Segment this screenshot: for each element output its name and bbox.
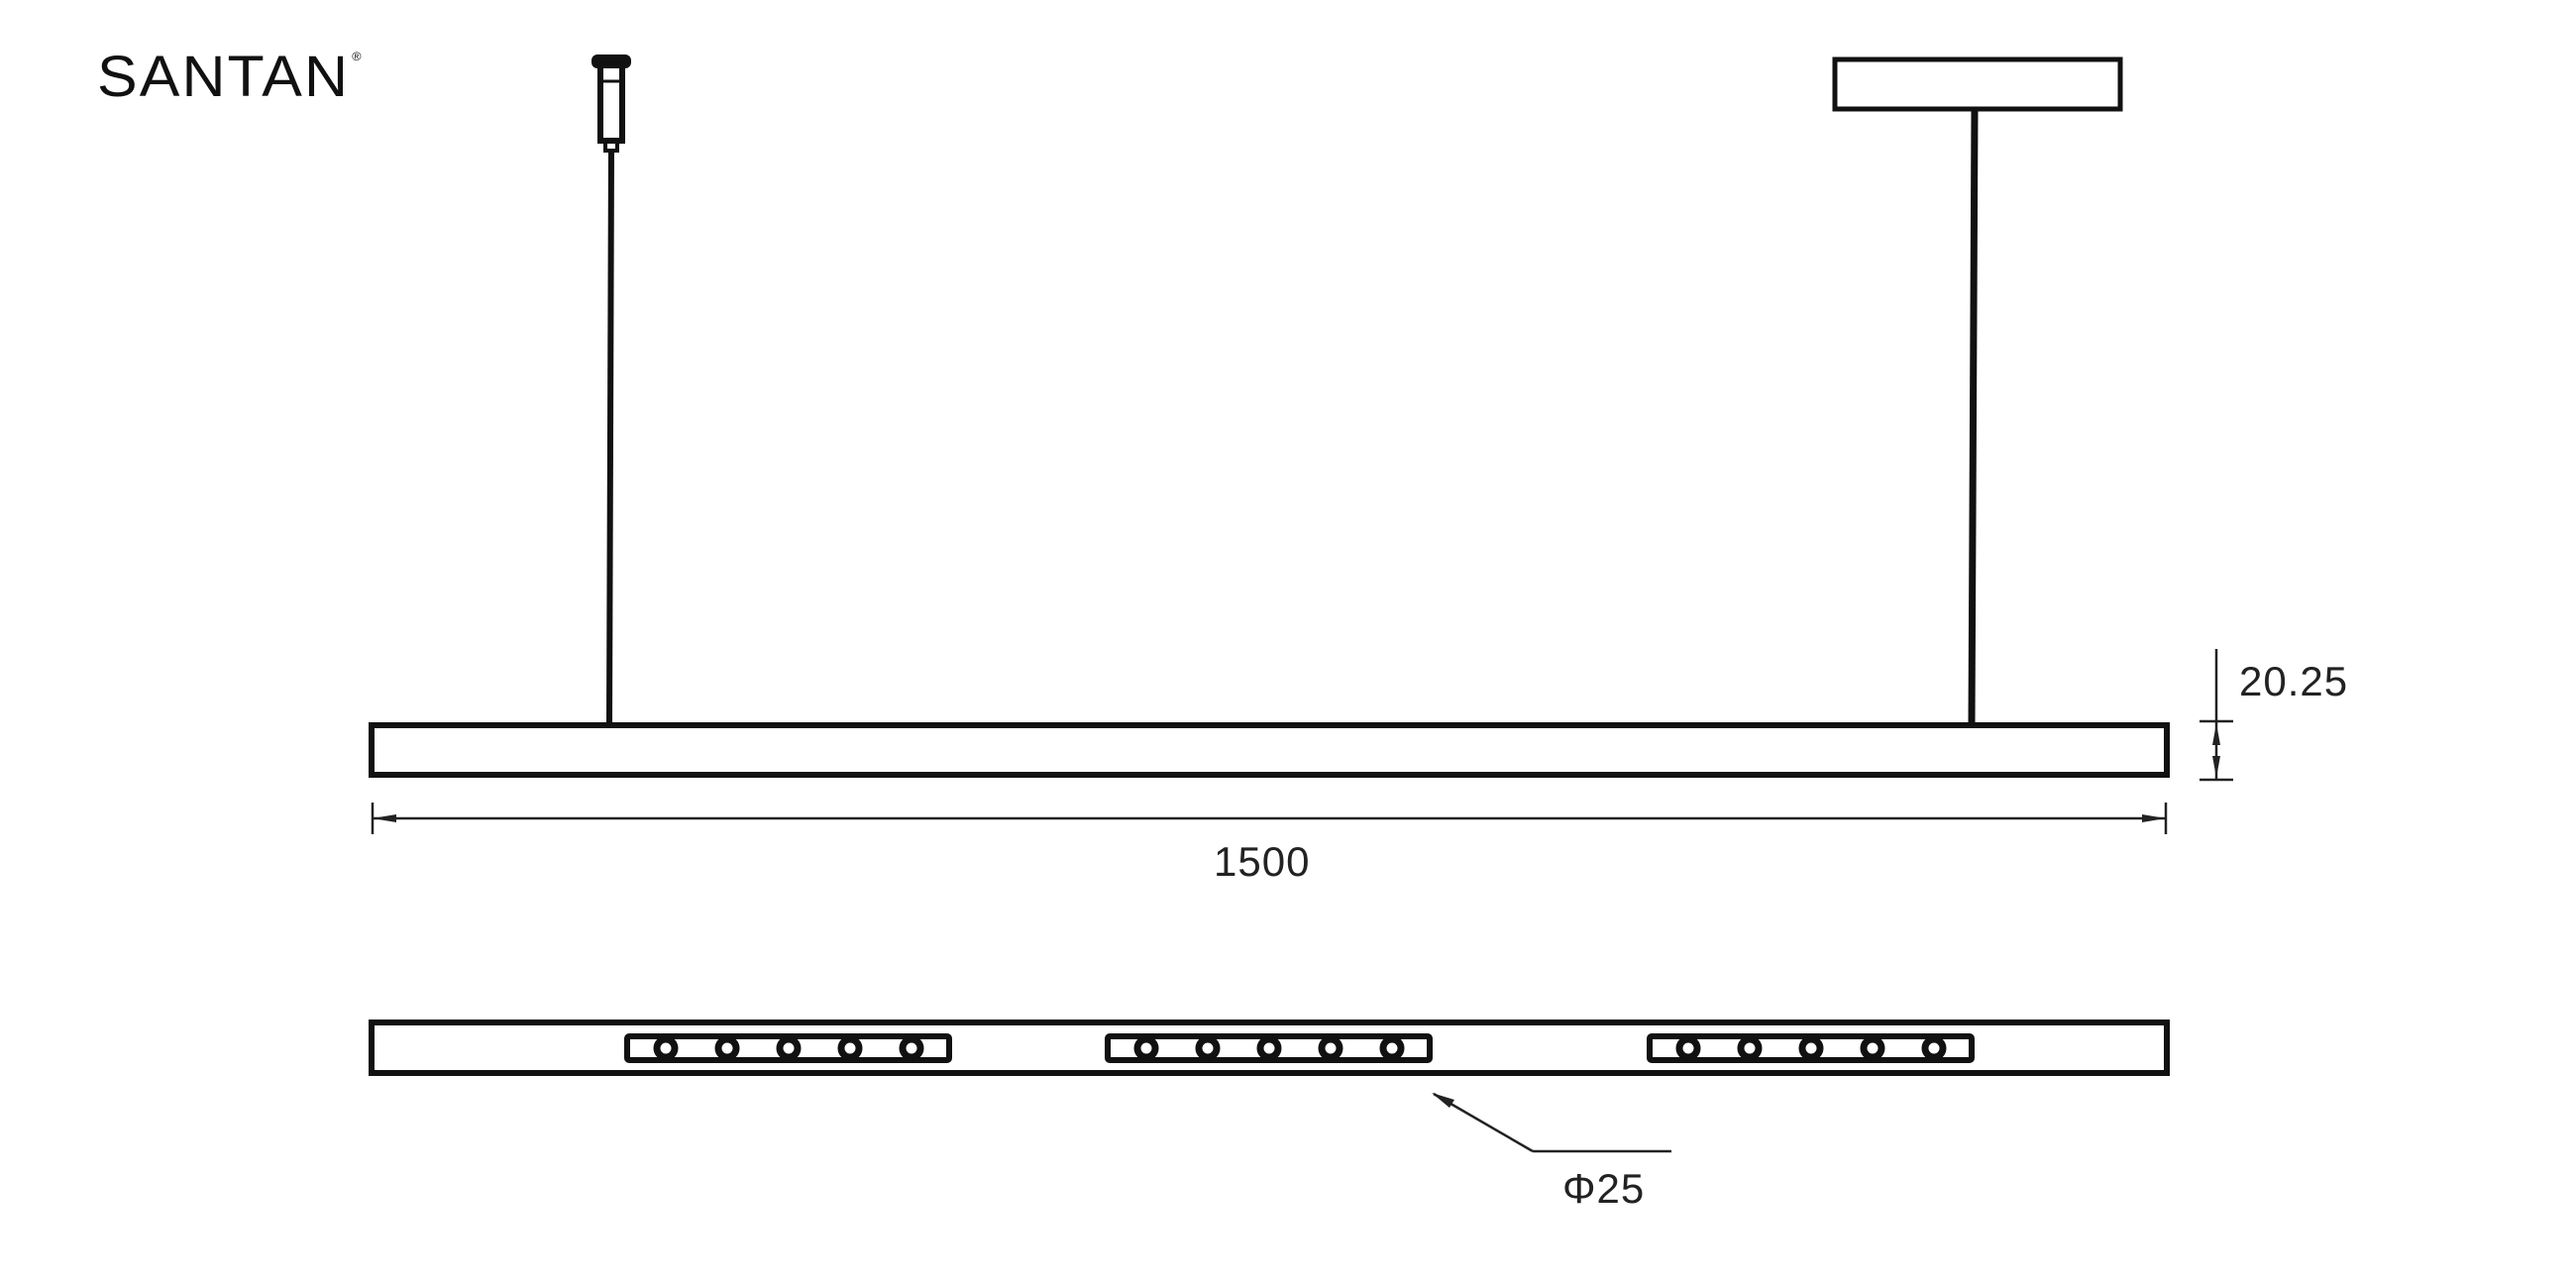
led-module <box>624 1033 952 1063</box>
left-suspension-wire <box>606 150 614 726</box>
led-lens-icon <box>1133 1035 1159 1061</box>
led-lens-icon <box>1318 1035 1343 1061</box>
led-lens-icon <box>837 1035 863 1061</box>
led-lens-icon <box>1798 1035 1824 1061</box>
right-suspension-wire <box>1968 108 1979 726</box>
led-lens-icon <box>1860 1035 1885 1061</box>
logo-text: SANTAN <box>97 45 351 109</box>
led-lens-icon <box>899 1035 924 1061</box>
led-lens-icon <box>776 1035 802 1061</box>
height-label: 20.25 <box>2239 658 2349 704</box>
led-lens-icon <box>1256 1035 1282 1061</box>
led-modules <box>624 1033 1975 1063</box>
led-lens-icon <box>653 1035 679 1061</box>
led-lens-icon <box>1675 1035 1701 1061</box>
length-dimension <box>371 803 2168 834</box>
led-lens-icon <box>1737 1035 1763 1061</box>
fixture-body-side <box>369 722 2170 778</box>
led-lens-icon <box>1379 1035 1405 1061</box>
left-cable-clamp <box>591 54 631 153</box>
led-lens-icon <box>714 1035 740 1061</box>
led-lens-icon <box>1921 1035 1947 1061</box>
led-diameter-label: Φ25 <box>1562 1165 1646 1212</box>
length-label: 1500 <box>1214 838 1311 885</box>
led-lens-icon <box>1195 1035 1221 1061</box>
fixture-body-bottom <box>369 1020 2170 1076</box>
led-module <box>1647 1033 1975 1063</box>
led-module <box>1105 1033 1433 1063</box>
led-diameter-leader <box>1432 1092 1671 1153</box>
registered-mark: ® <box>352 50 364 63</box>
height-dimension <box>2200 649 2233 782</box>
ceiling-canopy <box>1832 56 2123 112</box>
brand-logo: SANTAN® <box>97 44 364 110</box>
